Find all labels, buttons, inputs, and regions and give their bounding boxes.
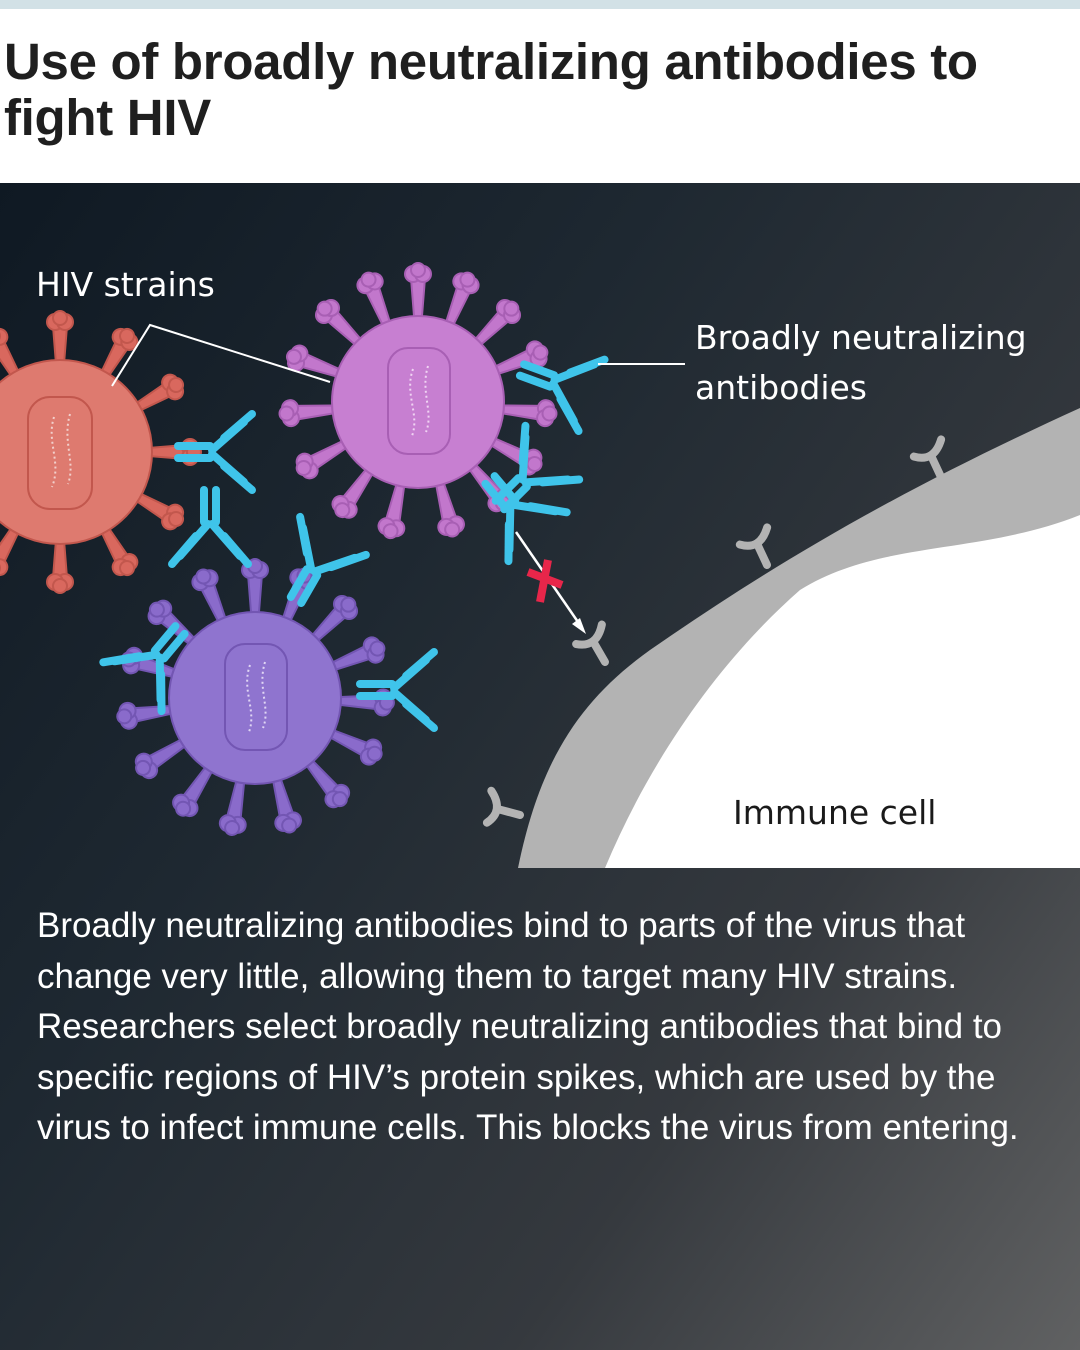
label-immune-cell: Immune cell [733, 793, 937, 832]
blocked-arrow [514, 531, 586, 634]
label-antibodies-line2: antibodies [695, 368, 867, 407]
hiv-diagram [0, 262, 1080, 868]
page-title: Use of broadly neutralizing antibodies t… [4, 33, 978, 146]
label-antibodies-line1: Broadly neutralizing [695, 318, 1027, 357]
immune-cell-interior [605, 515, 1080, 868]
callout-lines [111, 323, 685, 387]
diagram-panel: HIV strains Broadly neutralizing antibod… [0, 183, 1080, 1350]
label-hiv-strains: HIV strains [36, 265, 215, 304]
virus-pink-strain [277, 262, 559, 542]
description-text: Broadly neutralizing antibodies bind to … [37, 906, 1019, 1147]
top-accent-bar [0, 0, 1080, 9]
virus-red-strain [0, 310, 202, 594]
block-x-icon [526, 559, 564, 603]
virus-purple-strain [114, 558, 396, 839]
